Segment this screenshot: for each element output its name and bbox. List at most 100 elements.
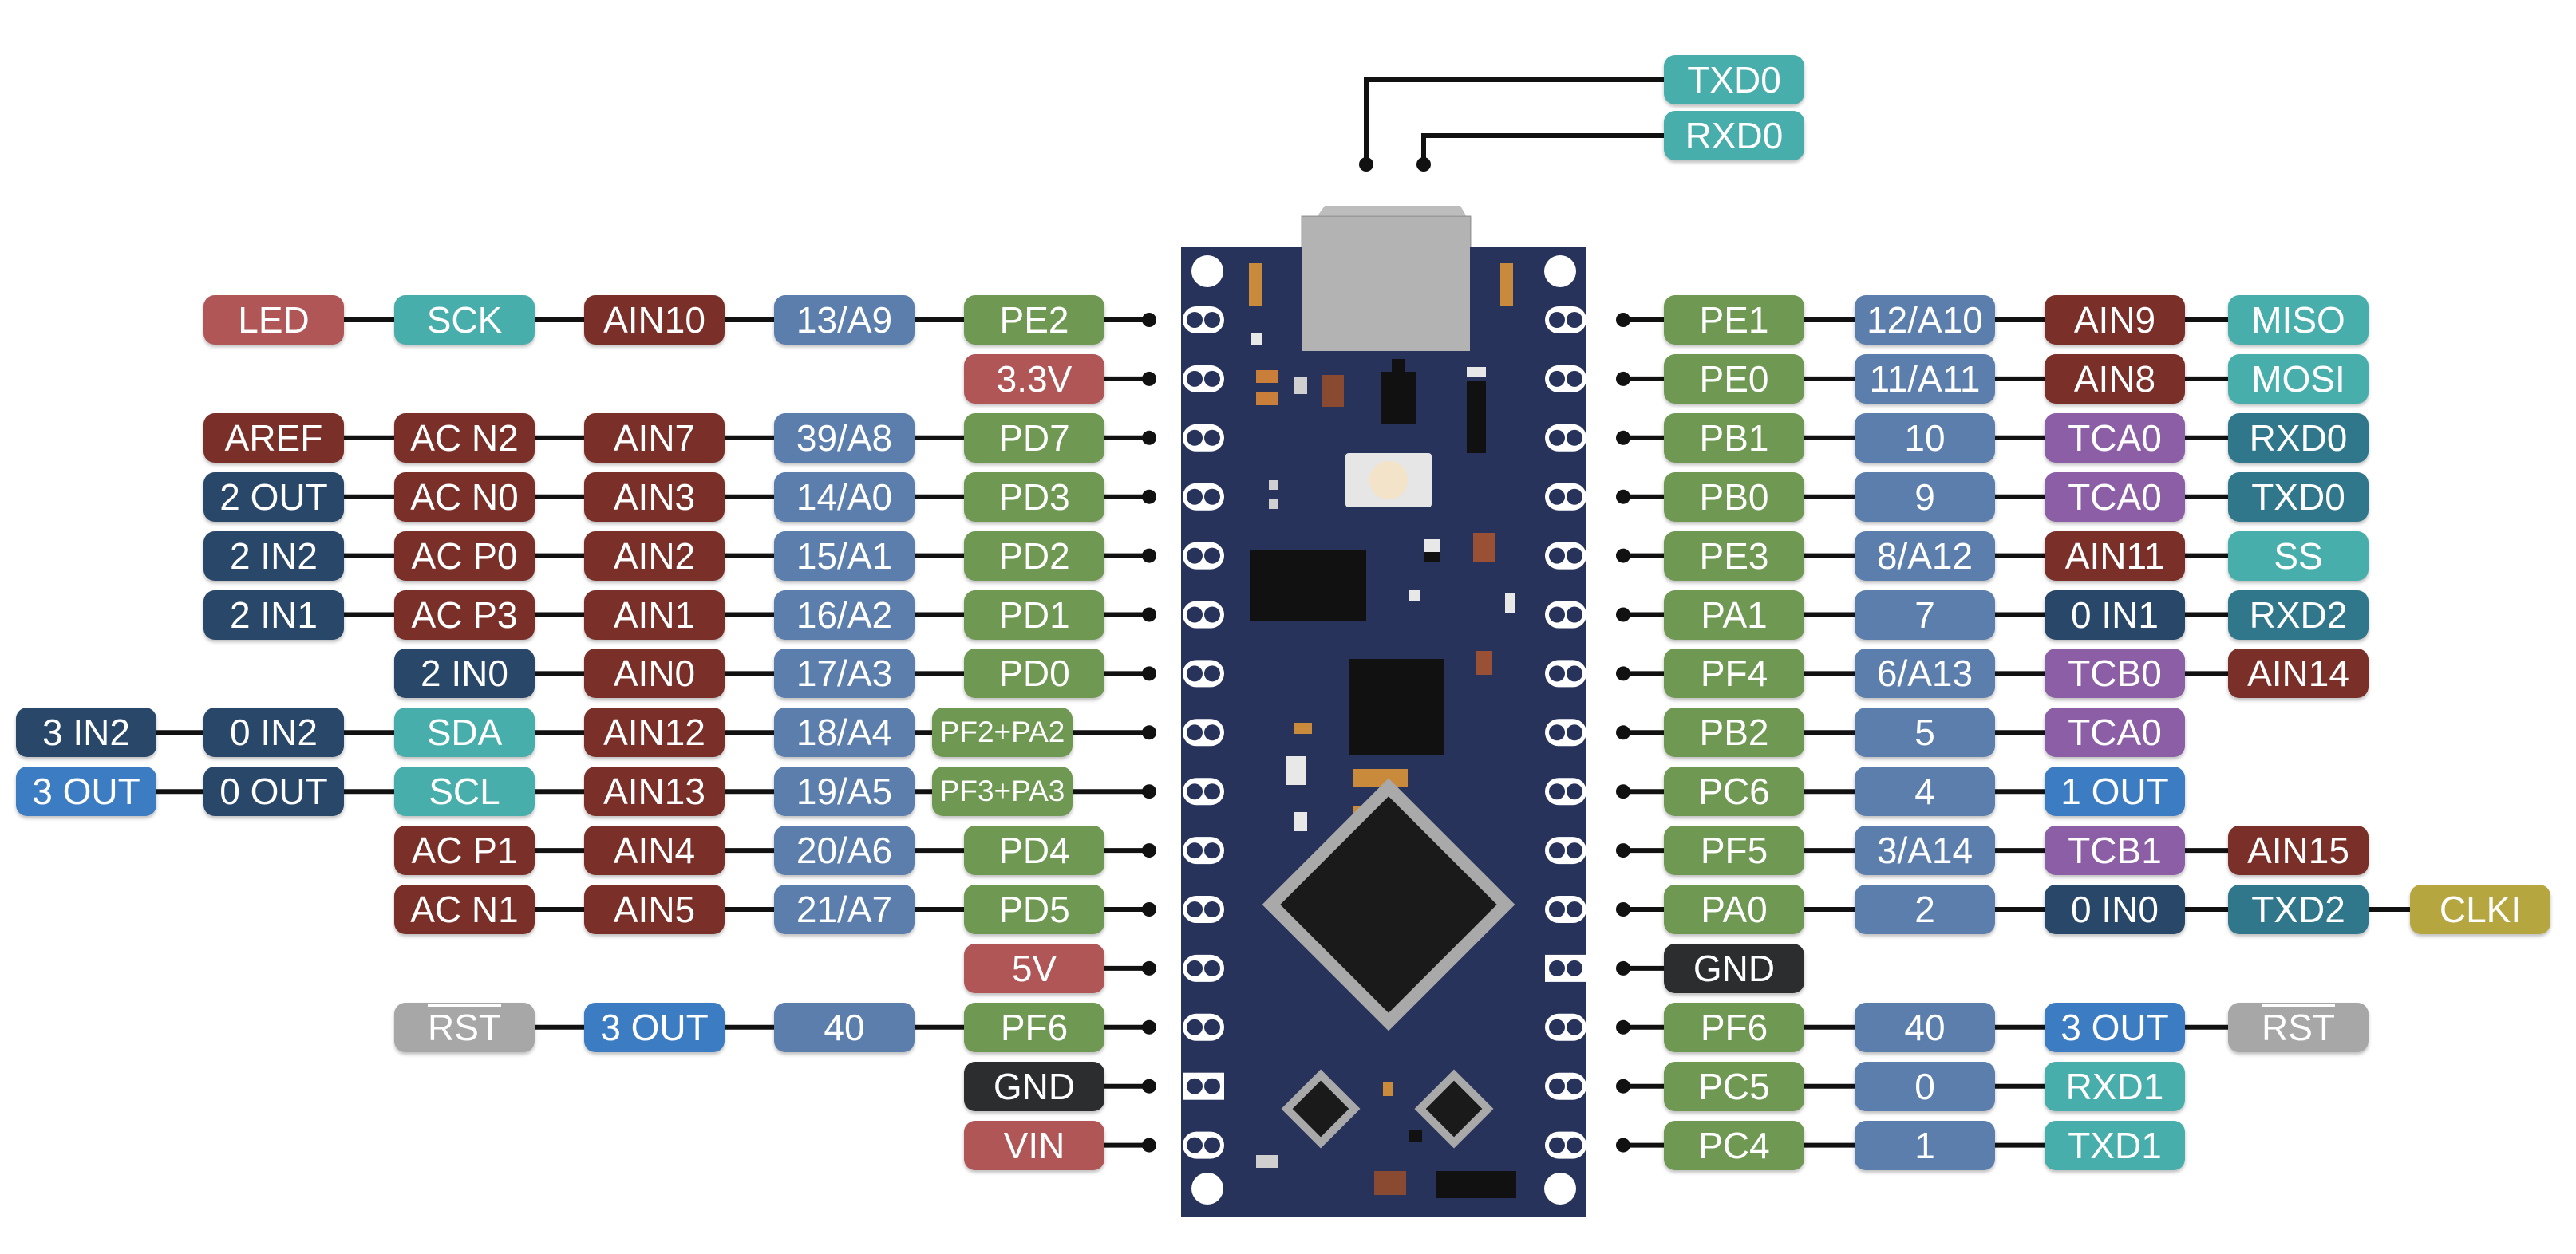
- small-chip: [1414, 1069, 1494, 1149]
- pin-dot: [1142, 430, 1156, 445]
- header-pad: [1183, 1131, 1224, 1159]
- pin-label-3-3v: 3.3V: [964, 353, 1104, 404]
- pin-label-pe3: PE3: [1664, 530, 1804, 581]
- header-pads: [1183, 306, 1586, 1159]
- pin-label-mosi: MOSI: [2228, 353, 2369, 404]
- pin-label-ain0: AIN0: [584, 649, 725, 699]
- pin-label-3-out: 3 OUT: [16, 767, 156, 817]
- pin-label-ss: SS: [2228, 530, 2369, 581]
- pin-label-2-out: 2 OUT: [203, 471, 344, 522]
- pin-dot: [1142, 1138, 1156, 1153]
- pin-label-rst: RST: [2228, 1002, 2369, 1052]
- pin-label-pf4: PF4: [1664, 649, 1804, 699]
- pin-label-tcb1: TCB1: [2045, 826, 2185, 876]
- header-pad: [1183, 954, 1224, 982]
- header-pad: [1545, 1131, 1586, 1159]
- pin-dot: [1616, 430, 1630, 445]
- connector-line: [1364, 77, 1676, 164]
- pin-label-1: 1: [1855, 1120, 1995, 1170]
- pin-label-6-a13: 6/A13: [1855, 649, 1995, 699]
- pin-dot: [1142, 843, 1156, 858]
- header-pad: [1183, 365, 1224, 392]
- pin-label-gnd: GND: [1664, 943, 1804, 993]
- pin-label-pa1: PA1: [1664, 590, 1804, 640]
- pin-dot: [1142, 1019, 1156, 1035]
- pin-label-vin: VIN: [964, 1120, 1104, 1170]
- pin-label-pa0: PA0: [1664, 885, 1804, 934]
- pin-label-40: 40: [774, 1002, 915, 1052]
- pin-label-sck: SCK: [394, 295, 535, 345]
- pin-label-ain14: AIN14: [2228, 649, 2369, 699]
- pin-label-0-in2: 0 IN2: [203, 708, 344, 758]
- pin-label-rxd2: RXD2: [2228, 590, 2369, 640]
- pin-label-pd1: PD1: [964, 590, 1104, 640]
- pin-dot: [1142, 960, 1156, 976]
- pin-label-12-a10: 12/A10: [1855, 295, 1995, 345]
- pin-label-pb2: PB2: [1664, 708, 1804, 758]
- pin-label-pe1: PE1: [1664, 295, 1804, 345]
- header-pad: [1183, 306, 1224, 333]
- mounting-hole-icon: [1191, 255, 1576, 1205]
- pin-label-clki: CLKI: [2410, 885, 2550, 934]
- pin-dot: [1616, 666, 1630, 681]
- pin-label-tca0: TCA0: [2045, 471, 2185, 522]
- pin-label-pc6: PC6: [1664, 767, 1804, 817]
- pin-label-ac-p1: AC P1: [394, 826, 535, 876]
- header-pad: [1183, 601, 1224, 629]
- pin-label-5: 5: [1855, 708, 1995, 758]
- pin-dot: [1142, 784, 1156, 799]
- pin-label-40: 40: [1855, 1002, 1995, 1052]
- pin-label-tcb0: TCB0: [2045, 649, 2185, 699]
- microcontroller-chip: [1262, 778, 1515, 1031]
- pin-label-ain2: AIN2: [584, 530, 725, 581]
- pin-label-txd0: TXD0: [1664, 55, 1804, 104]
- pin-dot: [1616, 843, 1630, 858]
- pin-dot: [1616, 1019, 1630, 1035]
- pin-dot: [1616, 902, 1630, 917]
- pin-label-19-a5: 19/A5: [774, 767, 915, 817]
- pin-label-ain7: AIN7: [584, 412, 725, 463]
- header-pad: [1183, 896, 1224, 923]
- pin-label-2-in2: 2 IN2: [203, 530, 344, 581]
- pin-label-pf5: PF5: [1664, 826, 1804, 876]
- pin-label-ac-n1: AC N1: [394, 885, 535, 934]
- pin-dot: [1616, 313, 1630, 327]
- pin-label-ain1: AIN1: [584, 590, 725, 640]
- pin-label-11-a11: 11/A11: [1855, 353, 1995, 404]
- pin-label-ain13: AIN13: [584, 767, 725, 817]
- pin-label-13-a9: 13/A9: [774, 295, 915, 345]
- smd-components: [1249, 263, 1516, 1198]
- pin-label-rxd0: RXD0: [2228, 412, 2369, 463]
- pin-label-ac-p0: AC P0: [394, 530, 535, 581]
- pin-label-txd0: TXD0: [2228, 471, 2369, 522]
- header-pad: [1183, 1072, 1224, 1100]
- pin-label-pf6: PF6: [964, 1002, 1104, 1052]
- pin-dot: [1616, 1138, 1630, 1153]
- pin-label-pb1: PB1: [1664, 412, 1804, 463]
- pin-label-14-a0: 14/A0: [774, 471, 915, 522]
- header-pad: [1545, 365, 1586, 392]
- pin-label-ain10: AIN10: [584, 295, 725, 345]
- pin-dot: [1142, 725, 1156, 740]
- pin-label-3-a14: 3/A14: [1855, 826, 1995, 876]
- pin-label-pd3: PD3: [964, 471, 1104, 522]
- pin-dot: [1616, 960, 1630, 976]
- pin-label-ac-n0: AC N0: [394, 471, 535, 522]
- pin-dot: [1142, 666, 1156, 681]
- pin-label-0-in1: 0 IN1: [2045, 590, 2185, 640]
- pin-label-miso: MISO: [2228, 295, 2369, 345]
- pin-label-pd0: PD0: [964, 649, 1104, 699]
- pin-label-ain15: AIN15: [2228, 826, 2369, 876]
- header-pad: [1545, 778, 1586, 806]
- pin-dot: [1142, 371, 1156, 386]
- pin-label-17-a3: 17/A3: [774, 649, 915, 699]
- pin-label-ain3: AIN3: [584, 471, 725, 522]
- pin-dot: [1142, 1079, 1156, 1094]
- pin-label-pf3-pa3: PF3+PA3: [932, 767, 1073, 817]
- pin-dot: [1616, 489, 1630, 504]
- pin-dot: [1616, 725, 1630, 740]
- pin-dot: [1142, 313, 1156, 327]
- header-pad: [1545, 542, 1586, 570]
- header-pad: [1545, 424, 1586, 452]
